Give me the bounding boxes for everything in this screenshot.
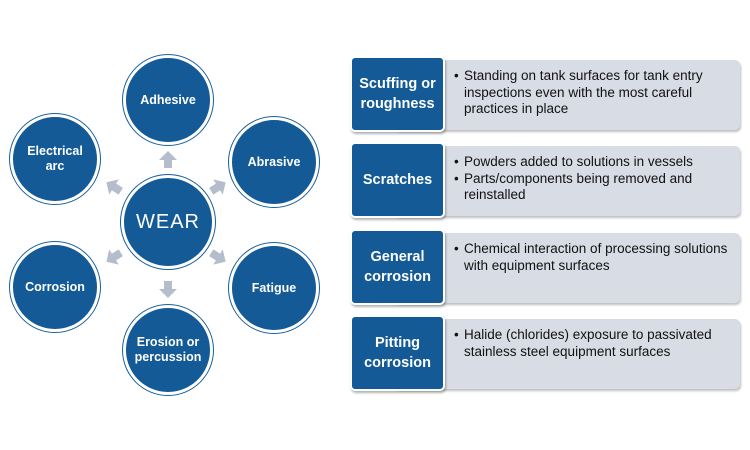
bullet-item: Chemical interaction of processing solut… [454, 241, 736, 274]
wear-type-row: General corrosion Chemical interaction o… [350, 229, 742, 305]
node-corrosion-label: Corrosion [25, 279, 85, 294]
wear-type-label: Scuffing or roughness [350, 56, 445, 132]
node-abrasive-label: Abrasive [247, 154, 301, 169]
node-corrosion: Corrosion [10, 242, 100, 332]
wear-type-label: General corrosion [350, 229, 445, 305]
node-adhesive-label: Adhesive [140, 92, 196, 107]
node-fatigue: Fatigue [229, 243, 319, 333]
wear-type-row: Scuffing or roughness Standing on tank s… [350, 56, 742, 132]
bullet-item: Parts/components being removed and reins… [454, 171, 736, 204]
bullet-item: Standing on tank surfaces for tank entry… [454, 68, 736, 118]
bullet-item: Powders added to solutions in vessels [454, 154, 736, 171]
wear-type-label: Pitting corrosion [350, 315, 445, 391]
wear-type-row: Scratches Powders added to solutions in … [350, 142, 742, 218]
node-adhesive: Adhesive [123, 55, 213, 145]
node-electrical-arc: Electrical arc [10, 114, 100, 204]
center-label: WEAR [136, 210, 200, 233]
wear-type-bullets: Halide (chlorides) exposure to passivate… [454, 327, 736, 360]
wear-type-row: Pitting corrosion Halide (chlorides) exp… [350, 315, 742, 391]
node-erosion-label: Erosion or percussion [134, 335, 202, 364]
wear-diagram: Adhesive Abrasive Fatigue Erosion or per… [0, 0, 340, 450]
bullet-item: Halide (chlorides) exposure to passivate… [454, 327, 736, 360]
wear-type-label: Scratches [350, 142, 445, 218]
node-erosion: Erosion or percussion [123, 305, 213, 395]
node-electrical-arc-label: Electrical arc [27, 144, 83, 173]
node-fatigue-label: Fatigue [251, 280, 297, 295]
wear-type-bullets: Standing on tank surfaces for tank entry… [454, 68, 736, 118]
center-node: WEAR [121, 175, 215, 269]
wear-type-bullets: Chemical interaction of processing solut… [454, 241, 736, 274]
wear-type-bullets: Powders added to solutions in vessels Pa… [454, 154, 736, 204]
node-abrasive: Abrasive [229, 117, 319, 207]
